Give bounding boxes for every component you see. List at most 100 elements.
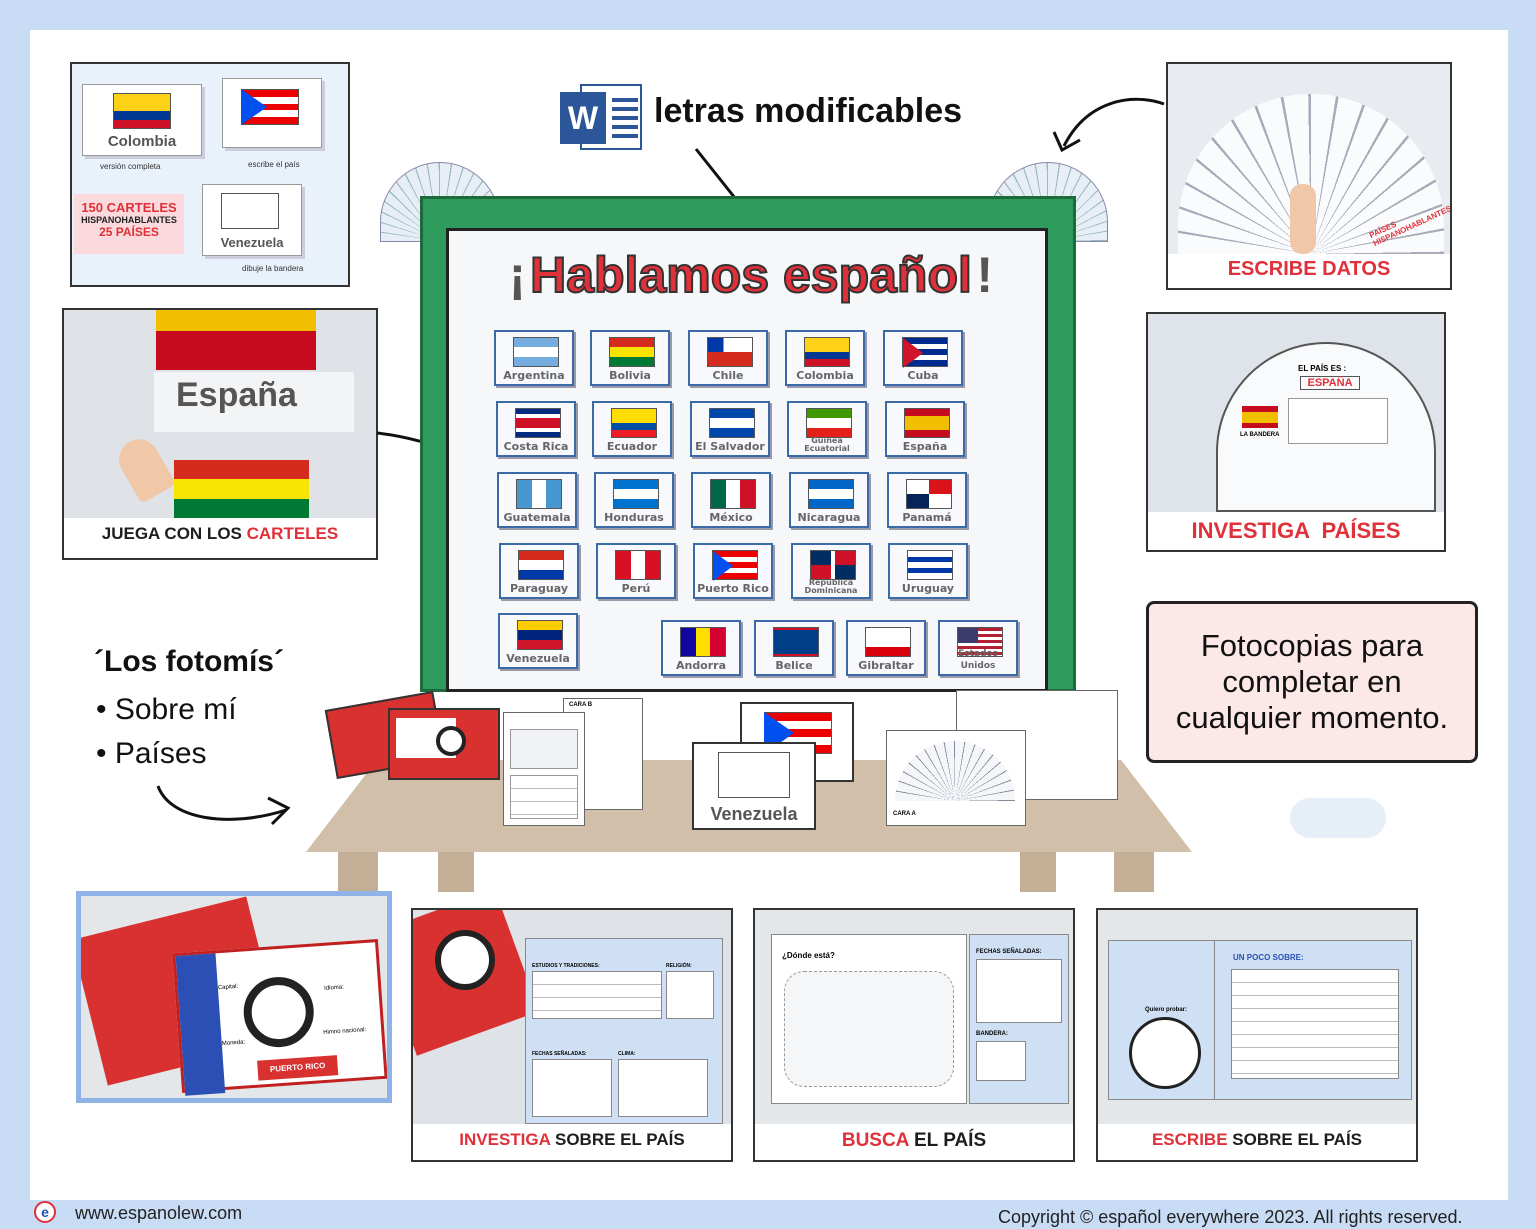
cara-a-label: CARA A xyxy=(893,811,916,817)
bp2-caption: BUSCA EL PAÍS xyxy=(755,1124,1073,1160)
card-paraguay: Paraguay xyxy=(499,543,579,599)
flag-puerto-rico xyxy=(712,550,758,580)
flag-belice xyxy=(773,627,819,657)
fotomi-photo: Capital: Moneda: Idioma: Himno nacional:… xyxy=(76,891,392,1103)
fotomis-item-2-text: Países xyxy=(114,737,207,770)
footer-copyright: Copyright © español everywhere 2023. All… xyxy=(998,1207,1463,1227)
fan-sheet-front: CARA A xyxy=(886,730,1026,826)
bp3-right-sheet: UN POCO SOBRE: xyxy=(1214,940,1412,1100)
flag-chile xyxy=(707,337,753,367)
flag-bolivia xyxy=(609,337,655,367)
bp3-label2: Quiero probar: xyxy=(1145,1007,1188,1013)
flag-espana xyxy=(904,408,950,438)
bp2-caption-a: BUSCA xyxy=(841,1130,909,1151)
spain-flag-top xyxy=(156,310,316,370)
card-usa: Estados Unidos xyxy=(938,620,1018,676)
bp2-label2: FECHAS SEÑALADAS: xyxy=(976,949,1042,955)
bp2-box1 xyxy=(976,959,1062,1023)
name-cuba: Cuba xyxy=(907,369,939,382)
hand xyxy=(1290,184,1316,254)
colombia-card: Colombia xyxy=(82,84,202,156)
bp2-side-sheet: FECHAS SEÑALADAS: BANDERA: xyxy=(969,934,1069,1104)
name-costa-rica: Costa Rica xyxy=(503,440,569,453)
name-el-salvador: El Salvador xyxy=(695,440,765,453)
bp1-box4 xyxy=(618,1059,708,1117)
flag-argentina xyxy=(513,337,559,367)
card-cuba: Cuba xyxy=(883,330,963,386)
fotomi-country: PUERTO RICO xyxy=(257,1055,339,1081)
bp3-caption: ESCRIBE SOBRE EL PAÍS xyxy=(1098,1124,1416,1160)
fan-sheet-fan xyxy=(895,741,1015,801)
footer-url[interactable]: www.espanolew.com xyxy=(75,1203,243,1223)
flag-panama xyxy=(906,479,952,509)
table-leg-1 xyxy=(338,852,378,892)
name-guinea: Guinea Ecuatorial xyxy=(804,436,850,453)
fotomi-main: Capital: Moneda: Idioma: Himno nacional:… xyxy=(172,938,387,1096)
card-dominicana: República Dominicana xyxy=(791,543,871,599)
card-colombia: Colombia xyxy=(785,330,865,386)
name-uruguay: Uruguay xyxy=(901,582,955,595)
flag-paraguay xyxy=(518,550,564,580)
name-peru: Perú xyxy=(621,582,651,595)
card-espana: España xyxy=(885,401,965,457)
title-close-mark: ! xyxy=(976,247,993,303)
fan-sheet-stack: CARA A xyxy=(886,690,1120,828)
worksheet-lines xyxy=(510,775,578,819)
colombia-label: Colombia xyxy=(107,133,177,150)
card-mexico: México xyxy=(691,472,771,528)
table-leg-4 xyxy=(1114,852,1154,892)
name-puerto-rico: Puerto Rico xyxy=(697,582,769,595)
card-argentina: Argentina xyxy=(494,330,574,386)
name-guatemala: Guatemala xyxy=(503,511,571,524)
word-icon: W xyxy=(560,80,644,154)
card-bolivia: Bolivia xyxy=(590,330,670,386)
bp2-box2 xyxy=(976,1041,1026,1081)
bp2-world-map xyxy=(784,971,954,1087)
card-uruguay: Uruguay xyxy=(888,543,968,599)
word-lines xyxy=(612,98,638,102)
flag-venezuela xyxy=(517,620,563,650)
card-panama: Panamá xyxy=(887,472,967,528)
footer-logo[interactable]: e xyxy=(34,1201,56,1223)
card-andorra: Andorra xyxy=(661,620,741,676)
pr-triangle xyxy=(241,89,267,125)
bp1-label3: FECHAS SEÑALADAS: xyxy=(532,1051,587,1057)
name-dominicana: República Dominicana xyxy=(804,578,858,595)
hisp-label: HISPANOHABLANTES xyxy=(81,215,177,225)
juega-panel: España JUEGA CON LOS CARTELES xyxy=(62,308,378,560)
worksheet-a xyxy=(503,712,585,826)
name-mexico: México xyxy=(709,511,753,524)
bp1-caption: INVESTIGA SOBRE EL PAÍS xyxy=(413,1124,731,1160)
name-chile: Chile xyxy=(712,369,744,382)
bp3-caption-a: ESCRIBE xyxy=(1151,1130,1228,1149)
blank-flag-table xyxy=(718,752,790,798)
bp3-caption-b: SOBRE EL PAÍS xyxy=(1227,1130,1363,1149)
flag-colombia xyxy=(804,337,850,367)
puerto-rico-card xyxy=(222,78,322,148)
name-panama: Panamá xyxy=(902,511,952,524)
board-title: ¡ Hablamos español ! xyxy=(466,246,1036,304)
name-gibraltar: Gibraltar xyxy=(858,659,914,672)
card-venezuela: Venezuela xyxy=(498,613,578,669)
bottom-panel-escribe: Quiero probar: UN POCO SOBRE: ESCRIBE SO… xyxy=(1096,908,1418,1162)
worksheet-stack: CARA B xyxy=(503,698,643,826)
idioma-label: Idioma: xyxy=(324,984,345,992)
bp3-lines xyxy=(1231,969,1399,1079)
fotomis-list: • Sobre mí • Países xyxy=(96,688,237,776)
flag-mexico xyxy=(710,479,756,509)
carteles-panel: Colombia versión completa escribe el paí… xyxy=(70,62,350,287)
version-label: versión completa xyxy=(100,162,161,171)
bp1-box3 xyxy=(532,1059,612,1117)
card-nicaragua: Nicaragua xyxy=(789,472,869,528)
bandera-label: LA BANDERA xyxy=(1240,432,1280,438)
word-letter: W xyxy=(560,92,606,144)
fotomis-title: ´Los fotomís´ xyxy=(94,645,284,678)
bp2-label1: ¿Dónde está? xyxy=(782,951,835,960)
card-belice: Belice xyxy=(754,620,834,676)
flag-el-salvador xyxy=(709,408,755,438)
bp3-left-sheet: Quiero probar: xyxy=(1108,940,1220,1100)
card-peru: Perú xyxy=(596,543,676,599)
bottom-panel-busca: ¿Dónde está? FECHAS SEÑALADAS: BANDERA: … xyxy=(753,908,1075,1162)
bp1-label2: RELIGIÓN: xyxy=(666,963,692,969)
capital-label: Capital: xyxy=(217,983,239,992)
